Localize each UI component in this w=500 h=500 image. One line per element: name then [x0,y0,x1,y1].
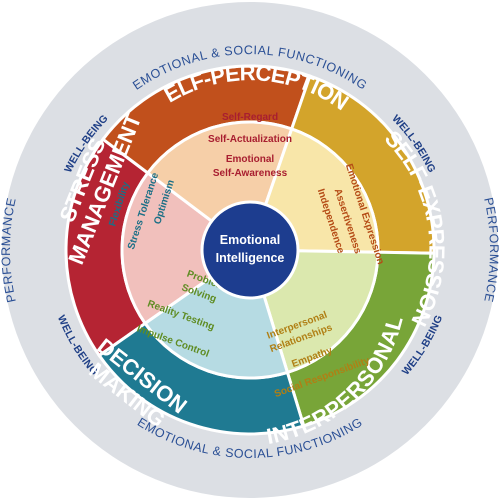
item-self-awareness: Self-Awareness [213,168,288,179]
center-circle [200,200,300,300]
item-self-actualization: Self-Actualization [208,134,292,145]
outer-label-left: PERFORMANCE [0,196,19,304]
items-self-perception: Self-Regard Self-Actualization Emotional… [208,112,292,179]
composite-segments [64,64,436,436]
item-emotional: Emotional [226,154,275,165]
outer-label-right: PERFORMANCE [481,196,500,304]
center-label-line2: Intelligence [216,251,285,265]
item-self-regard: Self-Regard [222,112,278,123]
center-label-line1: Emotional [220,233,280,247]
